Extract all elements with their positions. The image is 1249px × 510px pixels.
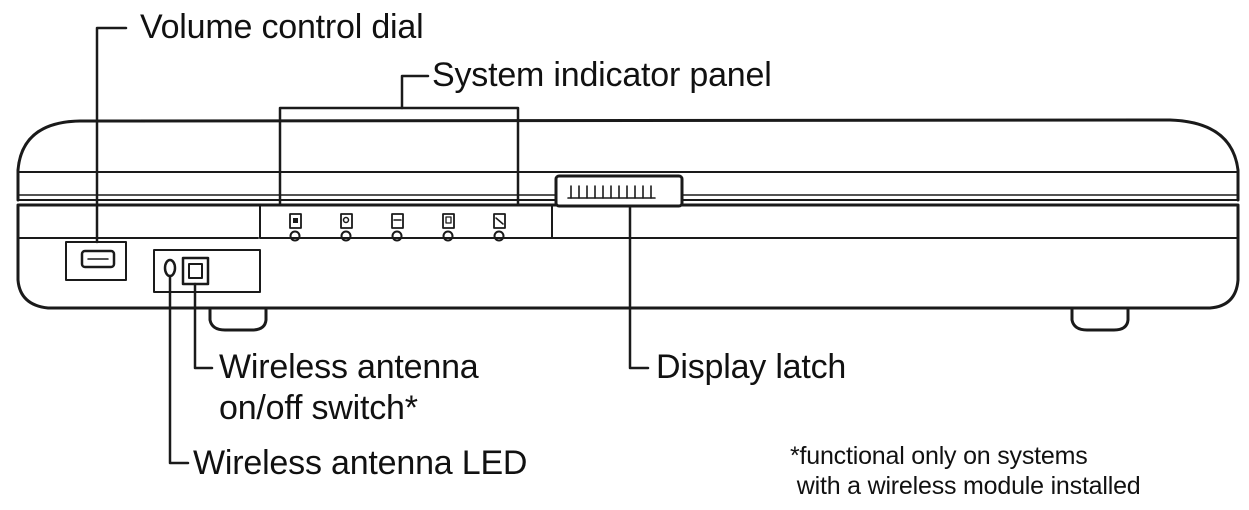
indicator-panel: [259, 204, 553, 239]
wireless-switch-inner: [188, 263, 203, 279]
wireless-switch-outer: [181, 256, 210, 286]
leader-volume-dial: [95, 26, 128, 244]
base-outline: [16, 203, 1240, 310]
leader-wireless-led: [168, 274, 190, 465]
right-foot: [1070, 308, 1130, 332]
leader-indicator-panel-stem: [400, 74, 430, 110]
wireless-housing: [153, 249, 261, 293]
indicator-5: [493, 213, 506, 242]
label-system-indicator-panel: System indicator panel: [432, 56, 772, 94]
label-wireless-switch-line1: Wireless antenna: [219, 348, 479, 386]
leader-wireless-switch: [193, 282, 214, 370]
leader-indicator-panel: [278, 106, 520, 207]
display-latch-ridges: [567, 185, 656, 199]
volume-dial-housing: [65, 241, 127, 281]
volume-dial: [80, 249, 116, 269]
leader-display-latch: [628, 204, 650, 370]
lid-outline: [16, 118, 1240, 202]
footnote-line-1: *functional only on systems: [790, 442, 1088, 470]
label-display-latch: Display latch: [656, 348, 847, 386]
label-wireless-switch-line2: on/off switch*: [219, 389, 418, 427]
indicator-3: [391, 213, 404, 242]
indicator-2: [340, 213, 353, 242]
indicator-1: [289, 213, 302, 242]
indicator-lights: [289, 213, 506, 242]
label-volume-control-dial: Volume control dial: [140, 8, 424, 46]
left-foot: [208, 308, 268, 332]
footnote: *functional only on systems with a wirel…: [790, 441, 1245, 501]
footnote-line-2: with a wireless module installed: [790, 472, 1141, 500]
wireless-led-shape: [163, 258, 177, 278]
indicator-4: [442, 213, 455, 242]
label-wireless-antenna-led: Wireless antenna LED: [193, 444, 528, 482]
